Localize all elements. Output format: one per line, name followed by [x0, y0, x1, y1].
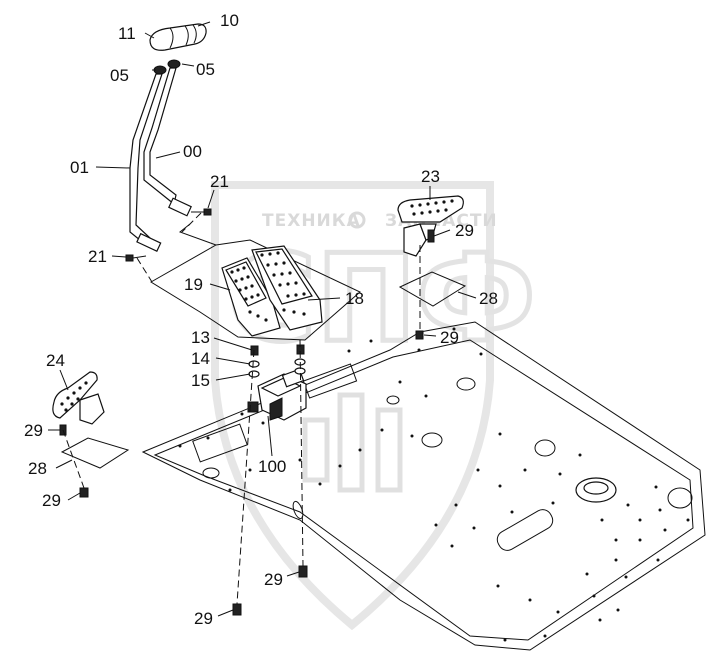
callout-15: 15 — [191, 371, 210, 390]
floor-grommet — [575, 477, 617, 503]
bolt-21-upper — [191, 208, 212, 216]
gear-icon — [348, 211, 366, 229]
watermark-shield — [211, 181, 494, 631]
lever-grip — [149, 23, 207, 51]
travel-lever-assembly — [129, 23, 207, 252]
callout-21-upper: 21 — [210, 172, 229, 191]
callout-14: 14 — [191, 349, 210, 368]
callout-01: 01 — [70, 158, 89, 177]
callout-24: 24 — [46, 351, 65, 370]
accessory-pedal-right — [397, 195, 464, 257]
callout-29-left-upper: 29 — [24, 421, 43, 440]
accessory-plate-left — [60, 437, 130, 469]
bolt-21-lower — [125, 254, 147, 262]
pedal-mount-plate — [150, 239, 361, 341]
callout-23: 23 — [421, 167, 440, 186]
callout-28-right: 28 — [479, 289, 498, 308]
lever-nut-right — [167, 59, 181, 69]
callout-05-left: 05 — [110, 66, 129, 85]
bolt-29-left-lower — [79, 487, 89, 498]
bolt-29-right — [415, 330, 424, 340]
callout-10: 10 — [220, 11, 239, 30]
callout-29-lower-1: 29 — [264, 570, 283, 589]
leader-lines — [48, 21, 477, 617]
callout-21-lower: 21 — [88, 247, 107, 266]
callout-29-right-lower: 29 — [440, 328, 459, 347]
accessory-pedal-left — [52, 371, 105, 425]
callout-29-left-lower: 29 — [42, 491, 61, 510]
watermark-text-left: ТЕХНИКА — [262, 211, 361, 231]
bolt-29-lower-2 — [232, 603, 242, 616]
travel-pedal-right — [251, 245, 323, 331]
callout-29-right-upper: 29 — [455, 221, 474, 240]
callout-19: 19 — [184, 275, 203, 294]
floor-plate — [141, 321, 706, 651]
callout-29-lower-2: 29 — [194, 609, 213, 628]
callout-100: 100 — [258, 457, 286, 476]
pedal-dots — [230, 251, 306, 322]
callout-05-right: 05 — [196, 60, 215, 79]
pilot-valve-100 — [247, 368, 307, 421]
callout-00: 00 — [183, 142, 202, 161]
watermark-buildings — [302, 392, 403, 493]
callout-11: 11 — [118, 24, 136, 43]
callout-18: 18 — [345, 289, 364, 308]
bolt-29-lower-1 — [298, 565, 308, 578]
lever-rod-00 — [143, 67, 177, 206]
accessory-plate-right — [398, 271, 467, 307]
callout-labels: 11 10 05 05 01 00 21 21 23 29 19 18 28 2… — [24, 11, 498, 628]
callout-28-left: 28 — [28, 459, 47, 478]
callout-13: 13 — [191, 328, 210, 347]
assembly-centerlines — [62, 212, 421, 605]
